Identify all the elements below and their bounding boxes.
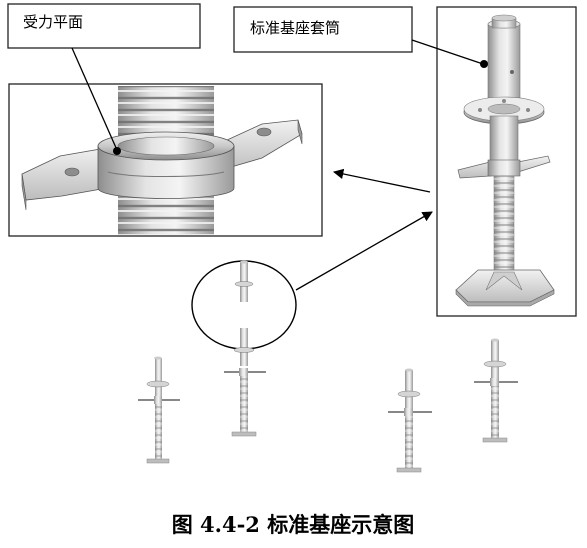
bearing-plane-callout: 受力平面: [7, 3, 201, 49]
bearing-plane-leader: [71, 47, 118, 151]
bearing-plane-label: 受力平面: [23, 13, 83, 31]
standard-base-1: [138, 356, 180, 464]
zoom-arrow-to-panel: [295, 211, 433, 291]
sleeve-label: 标准基座套筒: [250, 19, 340, 37]
bearing-plane-callout-box: [7, 3, 201, 49]
detail-nut-hole-left: [64, 167, 80, 177]
sleeve-callout-box: [233, 6, 413, 53]
standard-base-sleeve-callout: 标准基座套筒: [233, 6, 413, 53]
sleeve-leader: [411, 39, 484, 65]
detail-zoom-panel: [8, 83, 323, 237]
sleeve-detail-panel: [436, 6, 577, 317]
standard-base-4: [474, 338, 518, 443]
zoom-arrow-to-detail: [332, 168, 431, 193]
bearing-plane-leader-dot: [113, 147, 121, 155]
figure-caption: 图 4.4-2 标准基座示意图: [172, 512, 414, 537]
sleeve-leader-dot: [480, 60, 488, 68]
detail-nut-hole-right: [256, 127, 272, 137]
standard-base-3: [388, 368, 432, 473]
standard-base-2: [224, 260, 266, 437]
sleeve-tube: [487, 23, 521, 107]
